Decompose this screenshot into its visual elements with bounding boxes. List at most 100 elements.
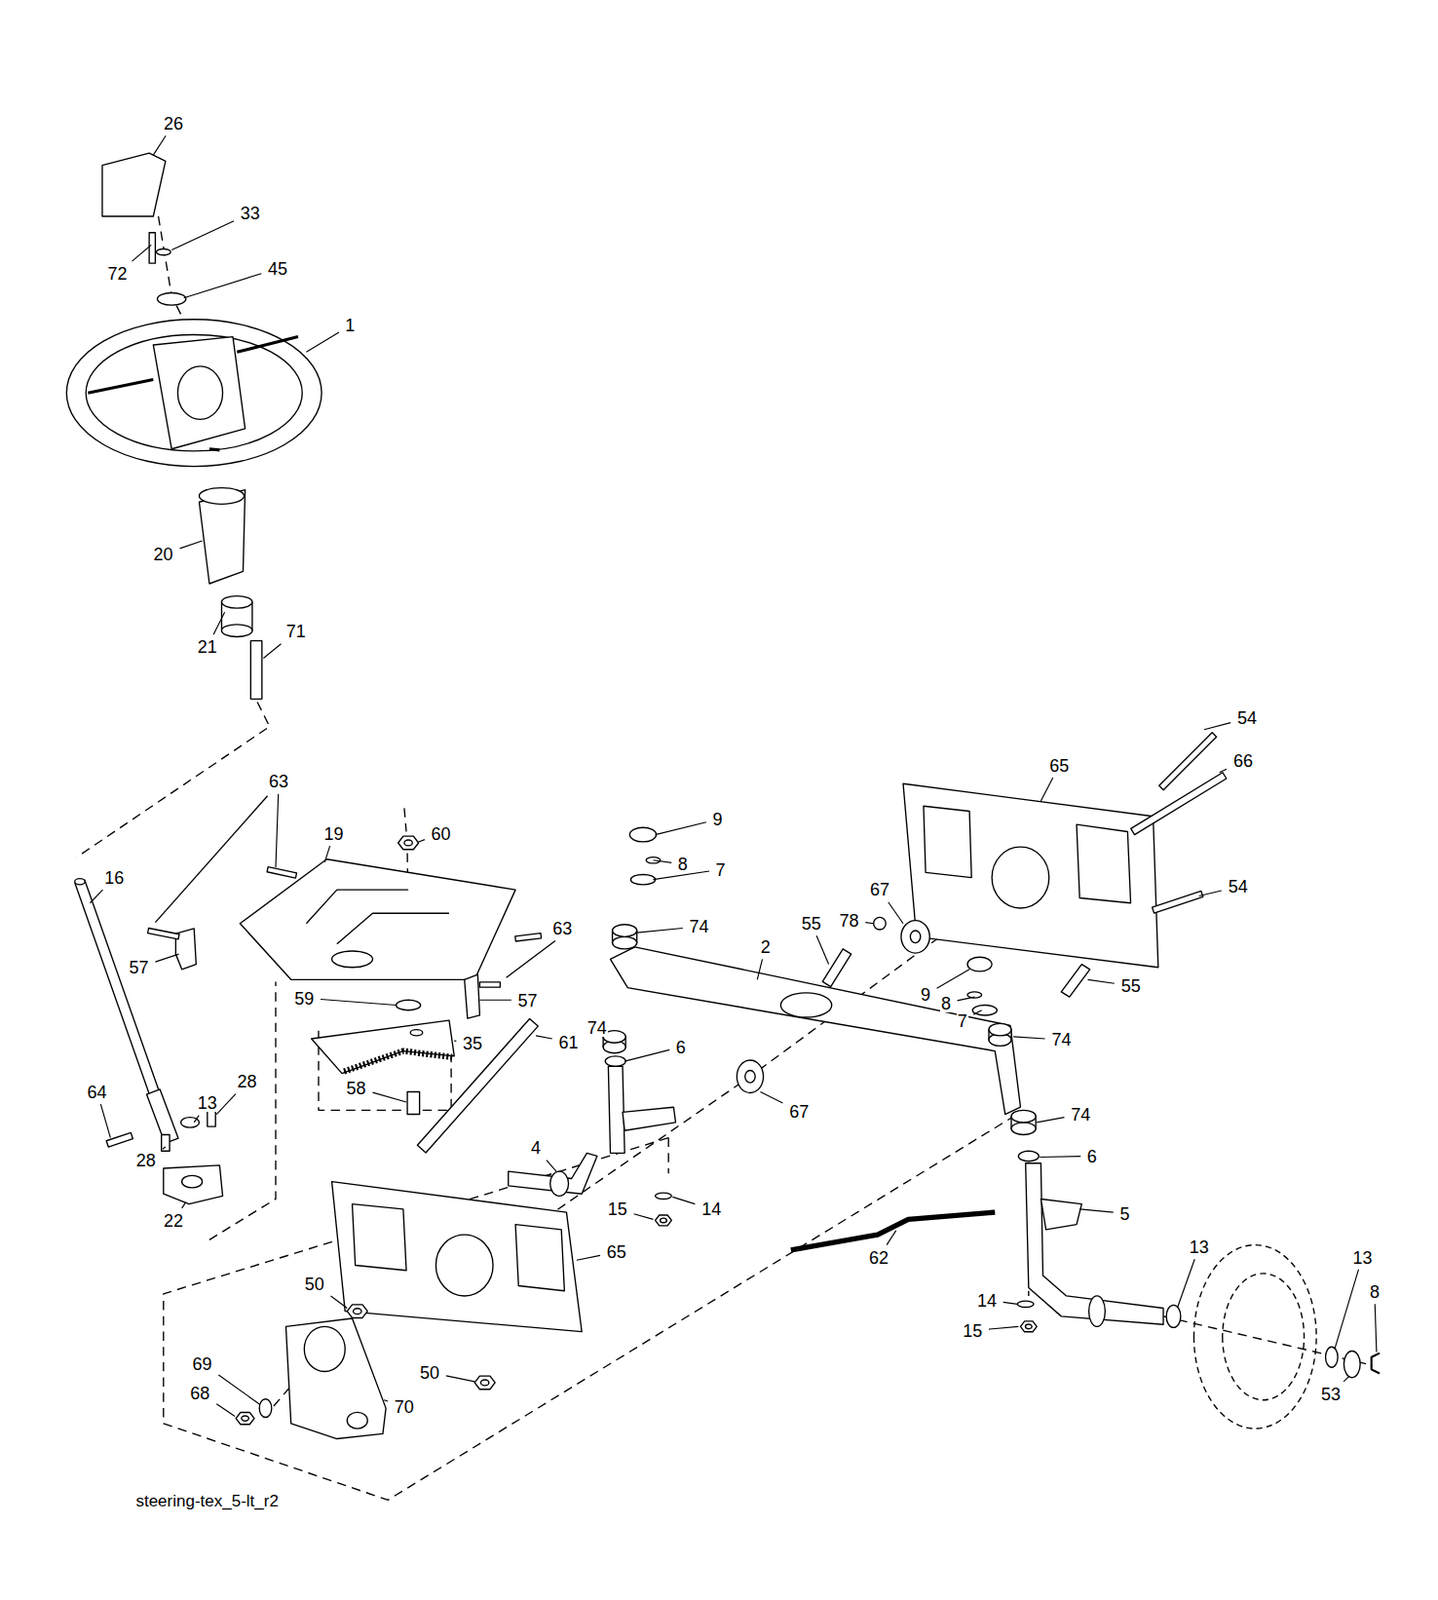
bolt [1131,772,1227,835]
callout-number: 74 [1050,1030,1072,1049]
leader-line [816,935,829,964]
callout-number: 70 [393,1398,416,1416]
leader-line [154,953,179,962]
washer [259,1399,272,1418]
callout-number: 74 [586,1019,608,1037]
sector-gear [410,1029,423,1036]
leader-line [988,1325,1019,1329]
front-wheel [1193,1245,1317,1429]
leader-line [152,135,166,155]
callout-number: 63 [267,772,290,791]
bushing [909,930,920,944]
support-plate [239,859,516,981]
bushing [745,1070,756,1084]
leader-line [1003,1301,1019,1304]
leader-line [275,794,279,868]
assembly-line [209,981,276,1240]
steering-wheel [87,379,153,394]
tie-rod [791,1211,995,1250]
bushing [1011,1109,1036,1123]
drawing-id: steering-tex_5-lt_r2 [134,1491,279,1509]
washer [972,1004,997,1015]
screw [266,867,297,878]
callout-number: 64 [86,1083,109,1101]
leader-line [1343,1376,1350,1382]
callout-number: 54 [1236,709,1258,727]
leader-line [888,902,904,924]
callout-number: 8 [677,855,689,873]
leader-line [305,332,340,352]
leader-line [383,1400,388,1401]
callout-number: 13 [1188,1238,1211,1256]
callout-number: 69 [190,1355,213,1373]
leader-line [672,1196,695,1204]
callout-number: 6 [1086,1147,1098,1166]
callout-number: 57 [127,958,150,977]
leader-line [1219,768,1227,773]
callout-number: 68 [189,1384,211,1402]
steering-hub [152,337,245,450]
callout-number: 2 [759,938,772,956]
leader-line [1199,890,1222,896]
bushing [988,1022,1012,1036]
steering-wheel [209,449,220,451]
screw [515,933,542,942]
steering-wheel [66,319,322,467]
cap [967,956,992,972]
callout-number: 45 [266,260,289,278]
leader-line [180,540,203,549]
callout-number: 14 [976,1291,998,1310]
nut [1020,1321,1037,1332]
callout-number: 71 [285,622,307,641]
callout-number: 6 [675,1038,687,1057]
leader-line [535,1035,553,1039]
frame-plate [332,1181,583,1332]
callout-number: 66 [1232,752,1254,770]
callout-number: 78 [838,911,861,930]
callout-number: 55 [1120,977,1142,995]
bushing [901,920,930,954]
nut [474,1375,495,1390]
washer [1166,1304,1181,1327]
nut [660,1217,668,1223]
bushing-plate [182,1174,203,1188]
leader-line [446,1375,475,1382]
washer [630,873,655,884]
steering-shaft [75,878,85,885]
spindle [607,1065,625,1153]
leader-line [886,1230,897,1246]
leader-line [1374,1303,1377,1352]
support-plate [337,912,450,944]
callout-number: 58 [345,1079,368,1098]
front-axle [780,992,832,1018]
callout-number: 55 [800,914,823,933]
washer [1325,1346,1339,1367]
callout-number: 50 [418,1363,441,1382]
leader-line [652,860,672,864]
bolt [207,1109,216,1127]
leader-line [320,998,396,1005]
assembly-line [163,1111,1022,1500]
leader-line [576,1254,601,1260]
axle-support [285,1318,386,1439]
washer [1343,1350,1361,1377]
callout-number: 67 [788,1102,810,1121]
callout-number: 61 [557,1033,579,1052]
nut [1024,1324,1032,1329]
frame-plate [991,846,1050,909]
leader-line [634,1213,654,1220]
leader-line [756,958,762,980]
drag-link [416,1018,538,1152]
callout-number: 19 [323,825,345,843]
callout-number: 21 [196,638,219,656]
leader-line [131,244,152,262]
callout-number: 15 [961,1322,984,1340]
support-plate [332,950,374,968]
pin [250,641,263,700]
axle-support [346,1411,368,1429]
callout-number: 62 [868,1248,890,1267]
washer [655,1192,673,1199]
callout-number: 13 [196,1094,219,1112]
bracket [464,974,481,1019]
spindle [1089,1295,1106,1326]
